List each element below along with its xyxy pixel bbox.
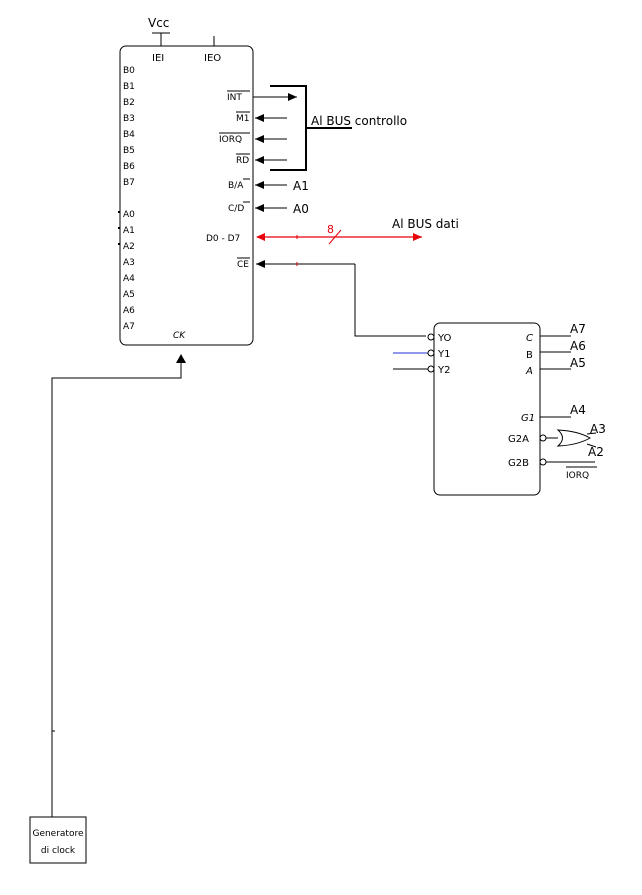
iei-label: IEI (152, 53, 164, 64)
pin-cd: C/D (228, 204, 244, 214)
y1-bubble (427, 349, 435, 357)
pin-d0d7: D0 - D7 (206, 234, 240, 244)
control-bus-bracket (270, 85, 307, 171)
a0-label: A0 (293, 202, 309, 216)
pin-dot-a1 (118, 227, 120, 229)
pin-g2b: G2B (508, 458, 529, 469)
decoder-chip-body (433, 322, 541, 496)
pin-ck: CK (173, 331, 186, 341)
pin-y1: Y1 (437, 349, 450, 360)
or-input-a3-wire (586, 432, 597, 435)
pin-a7: A7 (123, 322, 135, 332)
ieo-label: IEO (204, 53, 221, 64)
ctc-chip-body (119, 45, 254, 346)
addr-a4: A4 (570, 403, 586, 417)
pin-g1: G1 (521, 413, 535, 424)
pin-m1: M1 (236, 114, 250, 124)
pin-dot-a2 (118, 243, 120, 245)
pin-iorq: IORQ (219, 135, 242, 145)
pin-b0: B0 (123, 66, 135, 76)
decoder-iorq: IORQ (566, 471, 589, 481)
addr-a6: A6 (570, 339, 586, 353)
pin-int: INT (227, 93, 242, 103)
pin-a2: A2 (123, 242, 135, 252)
y2-bubble (427, 365, 435, 373)
clock-wire (51, 356, 182, 817)
or-input-a2-wire (586, 443, 597, 448)
addr-a3: A3 (590, 422, 606, 436)
clock-line1: Generatore (32, 829, 84, 839)
pin-a5: A5 (123, 290, 135, 300)
pin-b4: B4 (123, 130, 135, 140)
pin-b5: B5 (123, 146, 135, 156)
ctc-chip: Vcc IEI IEO B0 B1 B2 B3 B4 B5 B6 B7 A0 A… (118, 16, 254, 346)
data-bus-width-slash (328, 229, 342, 245)
pin-a3: A3 (123, 258, 135, 268)
vcc-label: Vcc (148, 16, 169, 30)
pin-dot-a0 (118, 211, 120, 213)
pin-a4: A4 (123, 274, 135, 284)
ce-wire (256, 260, 426, 337)
decoder-chip: YO Y1 Y2 C A7 B A6 A A5 G1 A4 G2A A3 A2 … (393, 322, 606, 496)
clock-arrow (176, 354, 186, 363)
pin-a1: A1 (123, 226, 135, 236)
pin-a: A (525, 366, 533, 377)
pin-b1: B1 (123, 82, 135, 92)
pin-g2a: G2A (508, 434, 529, 445)
pin-b6: B6 (123, 162, 135, 172)
pin-c: C (526, 333, 533, 344)
bus-dati-label: Al BUS dati (392, 217, 459, 231)
pin-a0: A0 (123, 210, 135, 220)
addr-a2: A2 (588, 445, 604, 459)
pin-b3: B3 (123, 114, 135, 124)
y0-bubble (427, 333, 435, 341)
pin-b2: B2 (123, 98, 135, 108)
data-bus-width-label: 8 (327, 223, 334, 236)
control-bus: Al BUS controllo A1 A0 (253, 85, 407, 216)
clock-generator-box (29, 816, 87, 864)
pin-ce: CE (237, 260, 249, 270)
pin-a6: A6 (123, 306, 135, 316)
or-gate (556, 429, 591, 447)
clock-circuit: Generatore di clock (29, 354, 186, 864)
ce-to-y0-wire (354, 264, 426, 337)
pin-b7: B7 (123, 178, 135, 188)
data-bus: 8 Al BUS dati (256, 217, 459, 245)
pin-rd: RD (236, 156, 249, 166)
pin-y0: YO (437, 333, 452, 344)
pin-y2: Y2 (437, 365, 450, 376)
addr-a7: A7 (570, 322, 586, 336)
a1-label: A1 (293, 179, 309, 193)
pin-b: B (526, 350, 533, 361)
pin-ba: B/A (228, 181, 244, 191)
g2b-bubble (539, 458, 547, 466)
addr-a5: A5 (570, 356, 586, 370)
bus-controllo-label: Al BUS controllo (311, 114, 407, 128)
clock-line2: di clock (41, 846, 76, 856)
g2a-bubble (539, 434, 547, 442)
